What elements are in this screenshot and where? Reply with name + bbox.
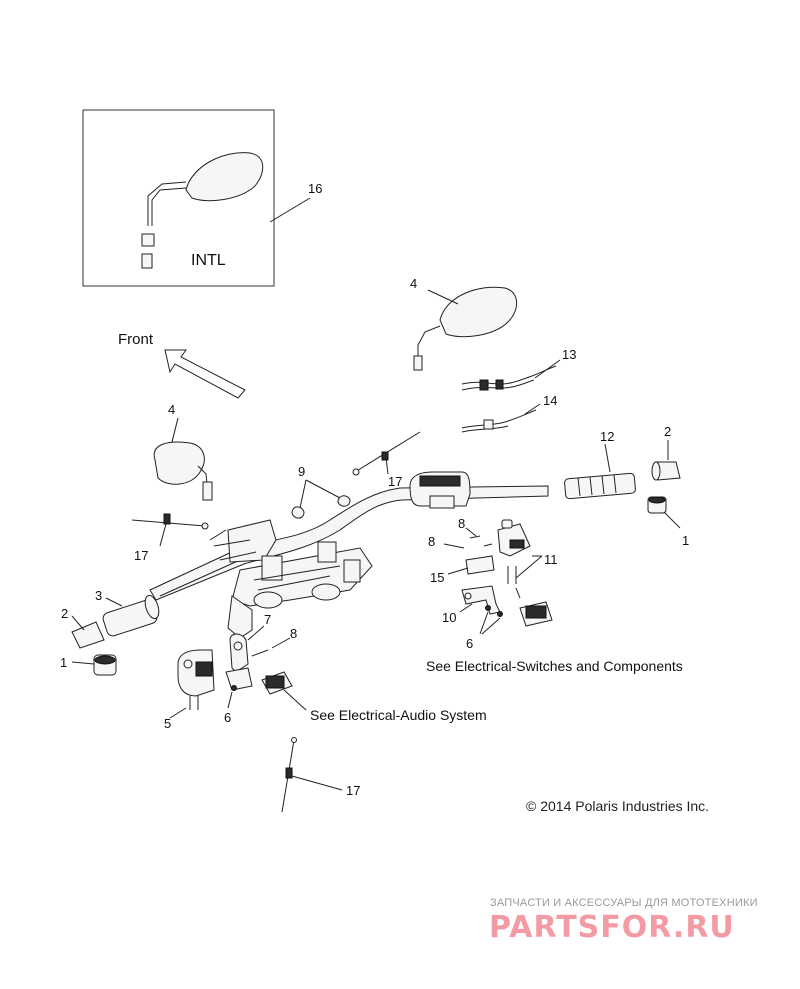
callout-10: 10 bbox=[442, 610, 456, 625]
callout-3: 3 bbox=[95, 588, 102, 603]
front-arrow: Front bbox=[118, 331, 246, 399]
bar-end-1-left: 1 bbox=[60, 654, 117, 676]
callout-11: 11 bbox=[544, 552, 558, 567]
cable-13: 13 bbox=[461, 347, 576, 391]
bar-end-2-right: 2 bbox=[651, 424, 681, 481]
left-switch-housing: 5 bbox=[164, 649, 215, 731]
callout-16: 16 bbox=[308, 181, 322, 196]
callout-2-right: 2 bbox=[664, 424, 671, 439]
callout-4-top: 4 bbox=[410, 276, 417, 291]
callout-8-left: 8 bbox=[290, 626, 297, 641]
callout-13: 13 bbox=[562, 347, 576, 362]
bracket-7: 7 bbox=[225, 612, 271, 691]
cable-14: 14 bbox=[461, 393, 557, 433]
mirror-right: 4 bbox=[410, 276, 518, 371]
callout-7: 7 bbox=[264, 612, 271, 627]
grip-3: 3 bbox=[95, 588, 160, 637]
bracket-15: 15 bbox=[430, 555, 495, 585]
callout-2-left: 2 bbox=[61, 606, 68, 621]
inset-mirror-stem bbox=[151, 187, 187, 226]
intl-inset: INTL 16 bbox=[82, 109, 322, 287]
callout-17-lower: 17 bbox=[346, 783, 360, 798]
bar-end-1-right: 1 bbox=[647, 496, 689, 548]
inset-mirror-head bbox=[185, 152, 264, 202]
callout-14: 14 bbox=[543, 393, 557, 408]
clamp-9: 9 bbox=[291, 464, 351, 519]
copyright-text: © 2014 Polaris Industries Inc. bbox=[526, 798, 709, 814]
inset-nut bbox=[141, 233, 155, 247]
handlebar bbox=[149, 485, 549, 601]
note-audio: See Electrical-Audio System bbox=[310, 707, 487, 723]
nut-6-left: 6 bbox=[224, 685, 237, 725]
callout-17-upper: 17 bbox=[388, 474, 402, 489]
callout-1-left: 1 bbox=[60, 655, 67, 670]
callout-15: 15 bbox=[430, 570, 444, 585]
callout-6-left: 6 bbox=[224, 710, 231, 725]
mirror-left: 4 bbox=[153, 402, 213, 501]
callout-9: 9 bbox=[298, 464, 305, 479]
right-switch-housing bbox=[409, 471, 471, 509]
watermark-logo: PARTSFOR.RU bbox=[489, 910, 735, 945]
cable-tie-17-lower: 17 bbox=[281, 737, 360, 813]
note-switches: See Electrical-Switches and Components bbox=[426, 658, 683, 674]
callout-17-left: 17 bbox=[134, 548, 148, 563]
callout-8-right-mid: 8 bbox=[428, 534, 435, 549]
front-label: Front bbox=[118, 331, 154, 348]
bar-end-2-left: 2 bbox=[61, 606, 105, 649]
switch-module-right bbox=[515, 587, 553, 627]
inset-label: INTL bbox=[191, 252, 226, 269]
inset-adapter bbox=[141, 253, 153, 269]
screws-8-right: 8 8 bbox=[428, 516, 493, 549]
watermark-tagline: ЗАПЧАСТИ И АКСЕССУАРЫ ДЛЯ МОТОТЕХНИКИ bbox=[490, 897, 758, 909]
callout-5: 5 bbox=[164, 716, 171, 731]
bracket-10: 10 bbox=[442, 585, 501, 625]
triple-clamp bbox=[209, 519, 373, 639]
cable-tie-17-left: 17 bbox=[131, 513, 209, 563]
callout-8-right-top: 8 bbox=[458, 516, 465, 531]
screw-8-left: 8 bbox=[251, 626, 297, 657]
audio-switch: See Electrical-Audio System bbox=[261, 671, 487, 723]
grip-12: 12 bbox=[564, 429, 636, 500]
nuts-6-right: 6 bbox=[466, 605, 503, 651]
callout-4-left: 4 bbox=[168, 402, 175, 417]
callout-12: 12 bbox=[600, 429, 614, 444]
callout-6-right: 6 bbox=[466, 636, 473, 651]
callout-1-right: 1 bbox=[682, 533, 689, 548]
cable-tie-17-upper: 17 bbox=[352, 431, 421, 489]
right-switch-11: 11 bbox=[497, 519, 558, 584]
watermark: ЗАПЧАСТИ И АКСЕССУАРЫ ДЛЯ МОТОТЕХНИКИ PA… bbox=[489, 897, 758, 945]
